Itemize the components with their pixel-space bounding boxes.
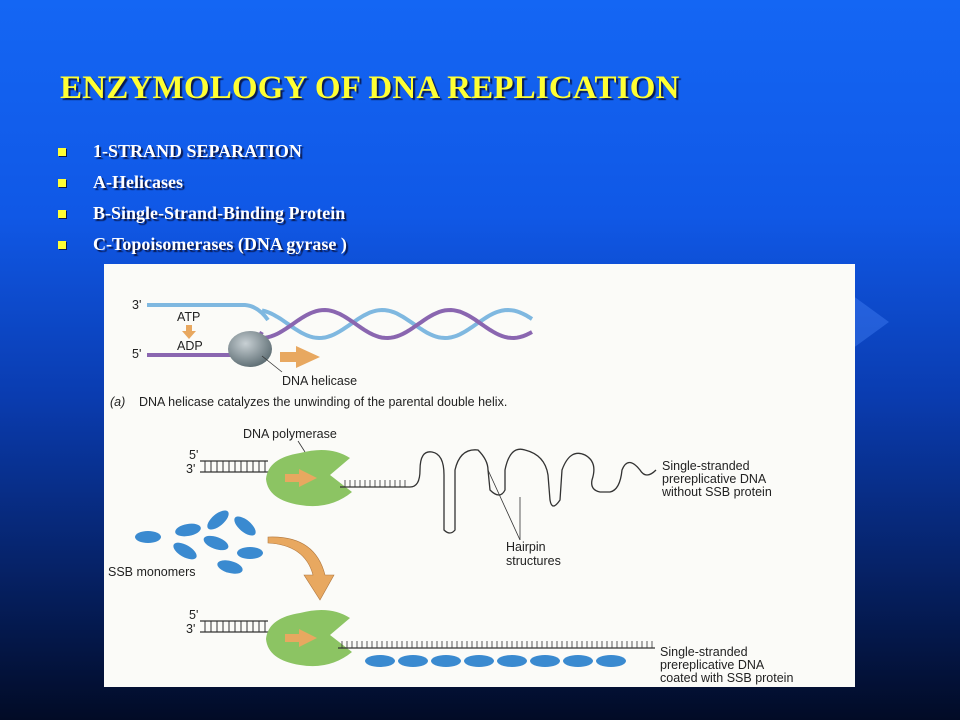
ssb-monomers [135,510,263,574]
polymerase-direction-arrow [285,469,317,487]
dna-replication-figure: 3' 5' ATP ADP DNA helicase (a) DNA helic… [104,264,855,687]
bullet-icon [58,147,66,156]
label-ssb-monomers: SSB monomers [108,565,196,579]
helicase-direction-arrow [280,346,320,368]
label-dna-polymerase: DNA polymerase [243,427,337,441]
helix-blue-strand [261,307,534,341]
ssb-monomer-icon [207,510,229,530]
ssb-monomer-icon [237,547,263,559]
ssb-monomer-icon [431,655,461,667]
ssb-monomer-icon [135,531,161,543]
caption-letter: (a) [110,395,125,409]
slide-title: ENZYMOLOGY OF DNA REPLICATION [60,70,680,106]
helix-purple-strand [261,307,533,341]
leader-line [487,469,521,541]
label-adp: ADP [177,339,203,353]
label-3prime: 3' [132,298,141,312]
label-hairpin: structures [506,554,561,568]
label-atp: ATP [177,310,200,324]
label-ss-dna: without SSB protein [661,485,772,499]
ssb-monomer-icon [365,655,395,667]
ssb-monomer-icon [217,560,243,574]
label-5prime: 5' [189,448,198,462]
blue-strand-3prime [147,303,270,322]
panel-a: 3' 5' ATP ADP DNA helicase (a) DNA helic… [110,298,534,409]
helicase-icon [228,331,272,367]
leader-line [261,355,283,373]
label-3prime: 3' [186,622,195,636]
bullet-icon [58,240,66,249]
bullet-item: C-Topoisomerases (DNA gyrase ) [58,229,347,260]
process-arrow-down [267,536,335,601]
ssb-monomer-icon [530,655,560,667]
label-hairpin: Hairpin [506,540,546,554]
ssb-monomer-icon [398,655,428,667]
template-duplex [200,620,268,633]
atp-adp-arrow [182,325,196,339]
ssb-monomer-icon [175,523,201,537]
label-5prime: 5' [132,347,141,361]
caption-a: DNA helicase catalyzes the unwinding of … [139,395,507,409]
strand-bases [341,641,653,648]
label-ss-dna-coated: prereplicative DNA [660,658,765,672]
bullet-icon [58,209,66,218]
bullet-item: B-Single-Strand-Binding Protein [58,198,347,229]
label-dna-helicase: DNA helicase [282,374,357,388]
leader-line [297,440,306,453]
ssb-monomer-icon [173,542,197,560]
figure-canvas: 3' 5' ATP ADP DNA helicase (a) DNA helic… [108,298,793,685]
single-strand-hairpins [340,448,657,534]
label-ss-dna-coated: Single-stranded [660,645,748,659]
label-ss-dna-coated: coated with SSB protein [660,671,793,685]
bullet-item: 1-STRAND SEPARATION [58,136,347,167]
label-ss-dna: Single-stranded [662,459,750,473]
bullet-icon [58,178,66,187]
ssb-monomer-icon [203,535,229,551]
polymerase-direction-arrow [285,629,317,647]
template-duplex [200,460,268,473]
panel-b: DNA polymerase 5' 3' Single-stranded pre… [108,427,772,601]
bullet-list: 1-STRAND SEPARATION A-Helicases B-Single… [58,136,347,260]
bound-ssb-proteins [365,655,626,667]
ssb-monomer-icon [464,655,494,667]
label-ss-dna: prereplicative DNA [662,472,767,486]
ssb-monomer-icon [234,516,256,536]
label-3prime: 3' [186,462,195,476]
ssb-monomer-icon [563,655,593,667]
ssb-monomer-icon [596,655,626,667]
ssb-monomer-icon [497,655,527,667]
strand-bases [344,480,406,487]
bullet-item: A-Helicases [58,167,347,198]
panel-c: 5' 3' Single-stranded prereplicative DNA… [186,608,793,685]
label-5prime: 5' [189,608,198,622]
